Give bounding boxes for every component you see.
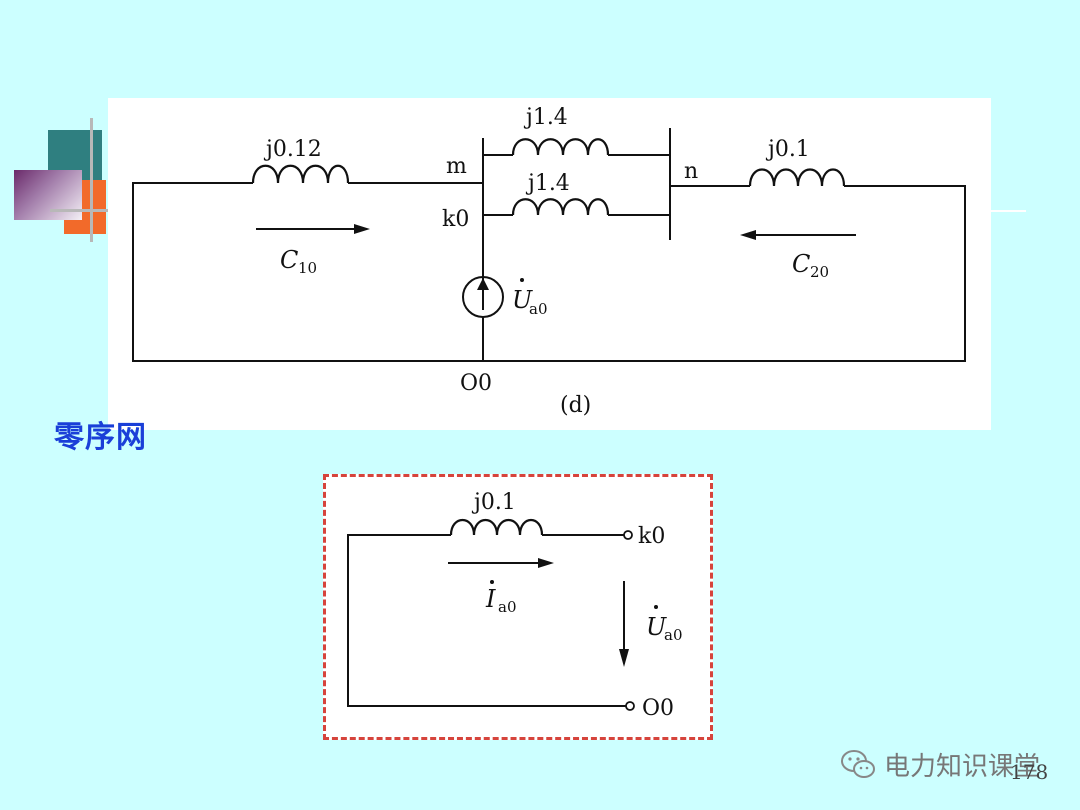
label-z-mid: j1.4 — [525, 171, 570, 196]
equivalent-svg: j0.1 k0 O0 I a0 U a0 — [347, 490, 683, 721]
decor-vertical-line — [90, 118, 93, 242]
eq-label-z: j0.1 — [471, 490, 516, 515]
watermark-text: 电力知识课堂 — [884, 751, 1041, 782]
arrow-c20-head — [740, 230, 756, 240]
eq-current-dot — [490, 580, 494, 584]
circuit-svg: j0.12 j1.4 j1.4 j0.1 m n k0 O0 C 10 C 20… — [132, 105, 966, 418]
zero-sequence-circuit-diagram: j0.12 j1.4 j1.4 j0.1 m n k0 O0 C 10 C 20… — [108, 98, 991, 430]
label-z-left: j0.12 — [263, 137, 322, 162]
terminal-o0 — [625, 701, 635, 711]
decor-purple-gradient — [14, 170, 82, 220]
wire-left-loop — [132, 182, 966, 362]
terminal-k0 — [623, 530, 633, 540]
eq-label-current: I — [485, 585, 496, 613]
inductor-top — [511, 138, 610, 156]
label-node-o0: O0 — [460, 371, 492, 396]
eq-label-current-sub: a0 — [498, 598, 517, 616]
label-z-right: j0.1 — [765, 137, 810, 162]
decor-horizontal-line — [50, 209, 110, 212]
source-dot — [520, 278, 524, 282]
label-current-left: C — [280, 246, 298, 274]
watermark: 电力知识课堂 — [838, 744, 1040, 784]
eq-wire-left — [347, 534, 626, 707]
label-source: U — [512, 286, 533, 314]
label-z-top: j1.4 — [523, 105, 568, 130]
source-arrow-head — [477, 278, 489, 290]
caption-d: (d) — [560, 393, 591, 418]
inductor-right — [748, 168, 846, 187]
inductor-mid — [511, 198, 610, 216]
arrow-c10-head — [354, 224, 370, 234]
label-node-m: m — [446, 154, 467, 179]
eq-inductor — [449, 518, 544, 536]
eq-arrow-current-head — [538, 558, 554, 568]
eq-label-voltage-sub: a0 — [664, 626, 683, 644]
network-label: 零序网 — [54, 420, 147, 455]
label-current-right-sub: 20 — [810, 263, 829, 281]
eq-label-voltage: U — [646, 613, 667, 641]
label-current-right: C — [792, 250, 810, 278]
label-node-n: n — [684, 159, 698, 184]
eq-label-k0: k0 — [638, 524, 665, 549]
equivalent-circuit-panel: j0.1 k0 O0 I a0 U a0 — [323, 474, 713, 740]
decor-right-line — [990, 210, 1026, 212]
eq-label-o0: O0 — [642, 696, 674, 721]
page-number: 178 — [1010, 760, 1049, 784]
label-current-left-sub: 10 — [298, 259, 317, 277]
eq-voltage-dot — [654, 605, 658, 609]
inductor-left — [251, 164, 350, 184]
label-node-k0: k0 — [442, 207, 469, 232]
wechat-icon — [841, 750, 875, 778]
label-source-sub: a0 — [529, 300, 548, 318]
eq-arrow-voltage-head — [619, 649, 629, 667]
